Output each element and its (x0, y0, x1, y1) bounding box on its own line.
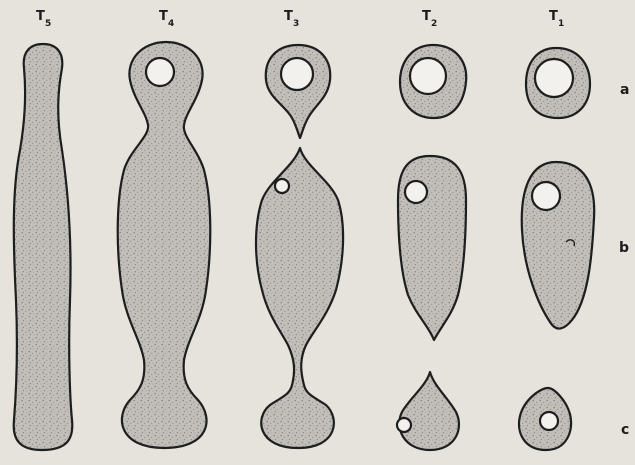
column-label-subscript: 4 (168, 19, 174, 29)
column-label-main: T (159, 9, 168, 24)
nucleus-t4 (146, 58, 174, 86)
column-label-t3: T 3 (284, 9, 299, 29)
nucleus-t1-a (535, 59, 573, 97)
column-label-subscript: 5 (45, 19, 51, 29)
row-label-c: c (621, 422, 629, 438)
column-label-main: T (284, 9, 293, 24)
nucleus-t3-b (275, 179, 289, 193)
nucleus-t2-c (397, 418, 411, 432)
nucleus-t2-b (405, 181, 427, 203)
row-label-b: b (619, 240, 629, 256)
nucleus-t3-a (281, 58, 313, 90)
column-label-t1: T 1 (549, 9, 564, 29)
column-label-subscript: 2 (431, 19, 437, 29)
column-label-subscript: 3 (293, 19, 299, 29)
cell-t5-elongated (14, 44, 73, 450)
nucleus-t1-c (540, 412, 558, 430)
column-label-main: T (36, 9, 45, 24)
cell-t2-c-teardrop (399, 372, 459, 450)
column-label-subscript: 1 (558, 19, 564, 29)
column-label-main: T (549, 9, 558, 24)
column-label-t2: T 2 (422, 9, 437, 29)
column-label-t5: T 5 (36, 9, 51, 29)
cell-t3-b-elongated (256, 148, 343, 448)
row-label-a: a (620, 82, 629, 98)
column-label-t4: T 4 (159, 9, 174, 29)
nucleus-t2-a (410, 58, 446, 94)
cell-t4-dumbbell (118, 42, 211, 448)
column-label-main: T (422, 9, 431, 24)
nucleus-t1-b (532, 182, 560, 210)
